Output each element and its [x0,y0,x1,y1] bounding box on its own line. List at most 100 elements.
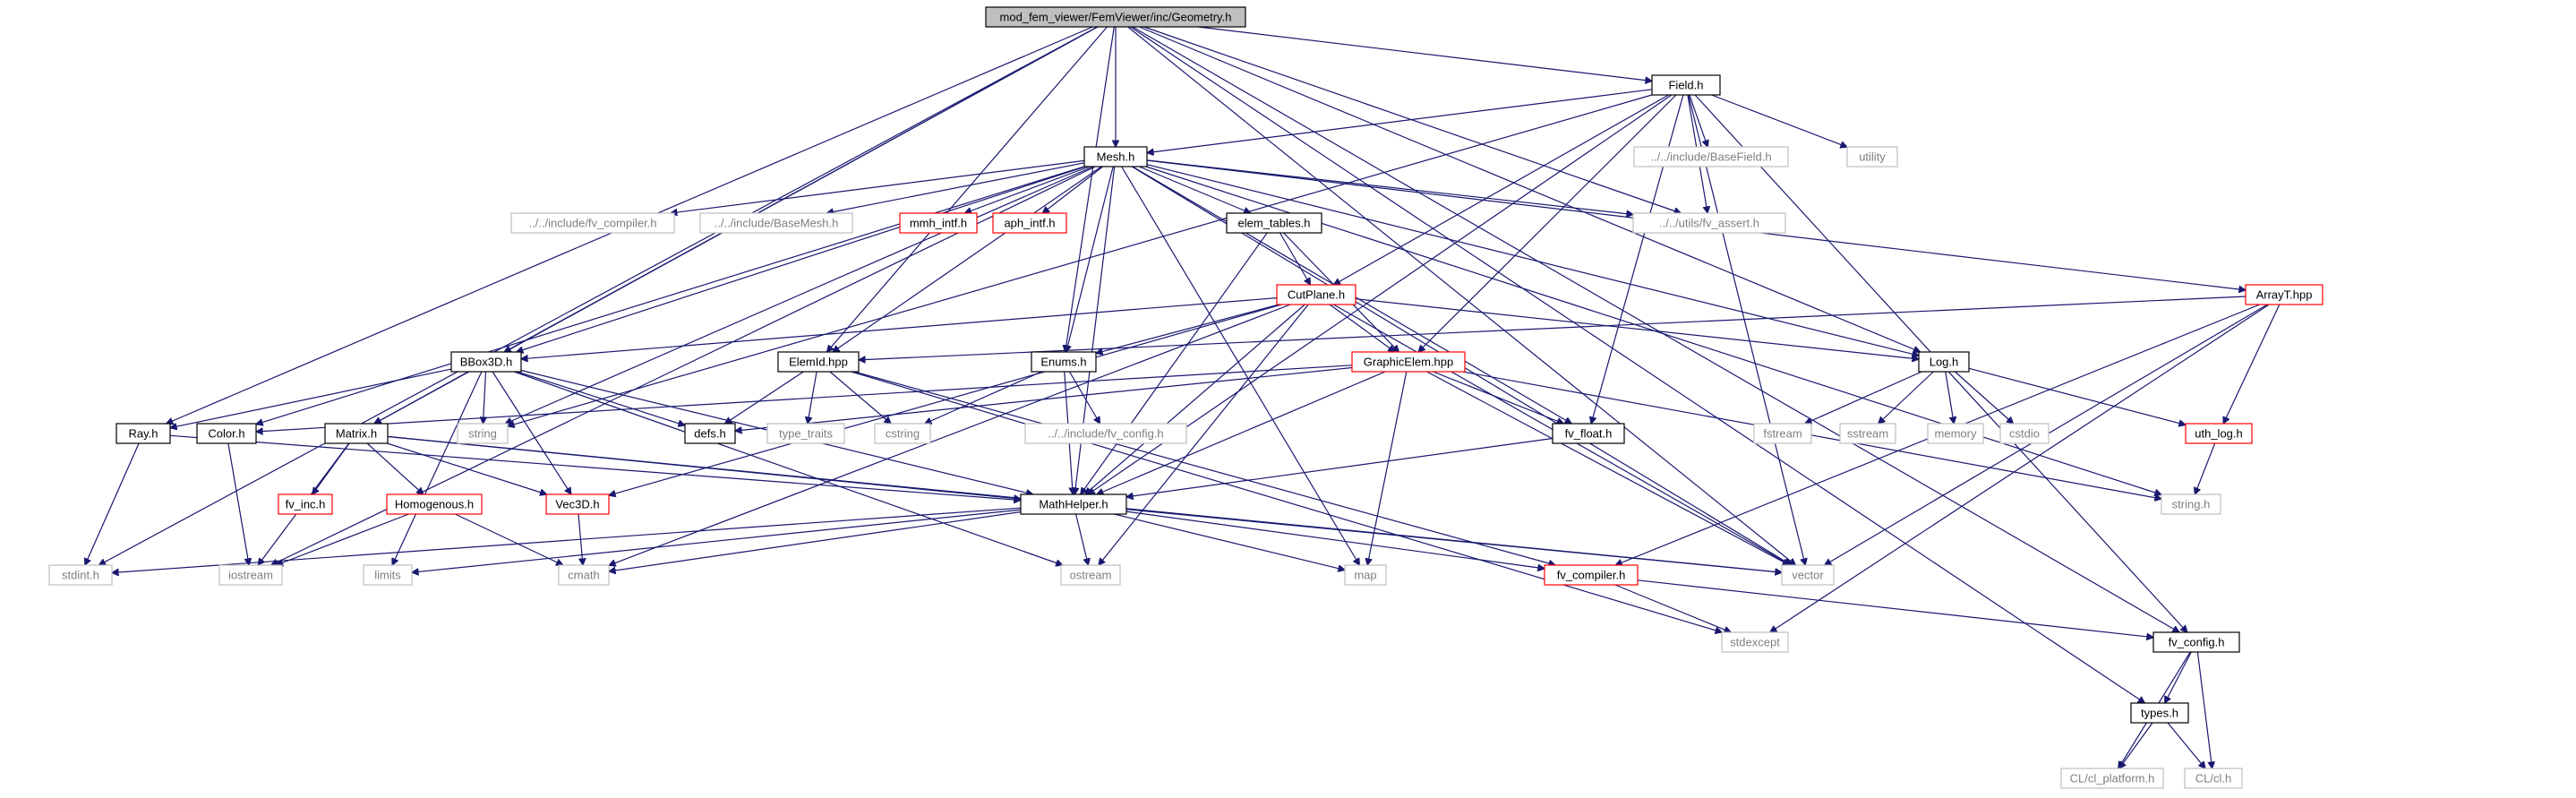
edge-mesh-to-log [1146,164,1919,356]
nodes-layer: mod_fem_viewer/FemViewer/inc/Geometry.hF… [48,6,2324,789]
node-label-fvassert: ../../utils/fv_assert.h [1659,217,1759,230]
node-box-field [1651,74,1721,96]
edge-enums-to-fvconfig_inc [1068,371,1100,424]
edge-fvconfig-to-types [2165,651,2192,703]
node-types[interactable]: types.h [2130,702,2189,724]
edge-bbox-to-defs [517,371,685,425]
node-defs[interactable]: defs.h [684,423,736,444]
edge-geometry-to-fvassert [1143,26,1682,213]
node-limits: limits [363,564,413,586]
node-box-log [1918,351,1970,373]
node-aph[interactable]: aph_intf.h [992,212,1067,234]
node-label-sstream: sstream [1847,427,1888,441]
edge-mathhelper-to-map [1114,513,1345,570]
node-box-cstdio [1999,423,2050,444]
edge-mathhelper-to-stdint [112,507,1022,572]
node-arrayt[interactable]: ArrayT.hpp [2245,284,2324,305]
edge-cutplane-to-mathhelper [1085,304,1305,494]
node-box-uthlog [2185,423,2253,444]
node-bbox[interactable]: BBox3D.h [450,351,522,373]
node-fvfloat[interactable]: fv_float.h [1552,423,1625,444]
node-mesh[interactable]: Mesh.h [1083,146,1148,167]
edge-field-to-vector [1688,94,1806,565]
node-box-mesh [1083,146,1148,167]
edge-log-to-memory [1945,371,1954,424]
node-box-mathhelper [1020,493,1127,515]
edge-mathhelper-to-vector [1125,509,1782,573]
node-box-basefield [1633,146,1789,167]
node-box-fvconfig_inc [1024,423,1187,444]
node-label-elemtables: elem_tables.h [1238,217,1311,230]
node-label-typetraits: type_traits [779,427,833,441]
edge-geometry-to-enums [1065,26,1115,352]
node-label-bbox: BBox3D.h [460,356,513,369]
node-box-color [196,423,257,444]
node-fvcompiler[interactable]: fv_compiler.h [1544,564,1639,586]
edge-geometry-to-elemid [827,26,1108,352]
edge-elemtables-to-mathhelper [1081,232,1268,494]
node-enums[interactable]: Enums.h [1031,351,1097,373]
node-matrix[interactable]: Matrix.h [324,423,389,444]
node-ray[interactable]: Ray.h [116,423,171,444]
node-box-stringh [2161,493,2221,515]
edge-field-to-graphicelem [1418,94,1677,352]
edge-elemid-to-fvcompiler [853,371,1555,565]
edge-log-to-fstream [1805,371,1922,424]
edge-field-to-fvfloat [1591,94,1684,424]
node-graphicelem[interactable]: GraphicElem.hpp [1351,351,1466,373]
edge-types-to-cl [2167,722,2205,768]
edge-mesh-to-basemesh [826,162,1085,213]
node-box-arrayt [2245,284,2324,305]
node-basefield: ../../include/BaseField.h [1633,146,1789,167]
node-memory: memory [1927,423,1984,444]
edge-fvcompiler-to-fvconfig [1637,579,2153,638]
node-label-geometry: mod_fem_viewer/FemViewer/inc/Geometry.h [1000,11,1232,24]
edge-geometry-to-types [1130,26,2145,703]
node-homogenous[interactable]: Homogenous.h [386,493,483,515]
node-mmh[interactable]: mmh_intf.h [899,212,978,234]
node-fvconfig[interactable]: fv_config.h [2152,631,2240,653]
edge-mesh-to-enums [1066,166,1114,352]
edge-bbox-to-matrix [374,371,469,424]
node-vec3d[interactable]: Vec3D.h [545,493,610,515]
edge-geometry-to-fvconfig [1132,26,2179,632]
edge-mesh-to-elemtables [1139,166,1250,213]
node-elemid[interactable]: ElemId.hpp [777,351,860,373]
node-uthlog[interactable]: uth_log.h [2185,423,2253,444]
node-label-aph: aph_intf.h [1004,217,1055,230]
edge-fvcompiler-to-stdexcept [1614,584,1731,632]
node-label-cutplane: CutPlane.h [1288,288,1345,302]
node-label-string: string [468,427,497,441]
node-box-utility [1846,146,1898,167]
node-fvinc[interactable]: fv_inc.h [278,493,333,515]
node-label-homogenous: Homogenous.h [395,498,474,511]
node-label-cstdio: cstdio [2009,427,2040,441]
edge-elemid-to-cstring [829,371,891,424]
edge-graphicelem-to-vector [1426,371,1790,565]
edge-geometry-to-log [1139,26,1920,352]
node-field[interactable]: Field.h [1651,74,1721,96]
node-label-cstring: cstring [886,427,920,441]
node-elemtables[interactable]: elem_tables.h [1226,212,1322,234]
edge-field-to-cutplane [1333,94,1669,285]
node-mathhelper[interactable]: MathHelper.h [1020,493,1127,515]
node-label-fvfloat: fv_float.h [1565,427,1613,441]
node-box-elemid [777,351,860,373]
node-log[interactable]: Log.h [1918,351,1970,373]
node-cl: CL/cl.h [2184,768,2243,789]
edge-mathhelper-to-cmath [609,511,1022,572]
node-utility: utility [1846,146,1898,167]
node-geometry[interactable]: mod_fem_viewer/FemViewer/inc/Geometry.h [985,6,1246,28]
node-color[interactable]: Color.h [196,423,257,444]
node-box-fvconfig [2152,631,2240,653]
node-label-mathhelper: MathHelper.h [1039,498,1108,511]
node-box-vector [1781,564,1835,586]
node-label-fvconfig: fv_config.h [2169,636,2225,649]
node-cutplane[interactable]: CutPlane.h [1276,284,1356,305]
edge-mathhelper-to-ostream [1075,513,1089,565]
edge-graphicelem-to-stringh [1462,371,2162,499]
edge-homogenous-to-iostream [277,513,409,565]
node-map: map [1344,564,1387,586]
node-ostream: ostream [1060,564,1121,586]
node-label-map: map [1354,569,1376,582]
